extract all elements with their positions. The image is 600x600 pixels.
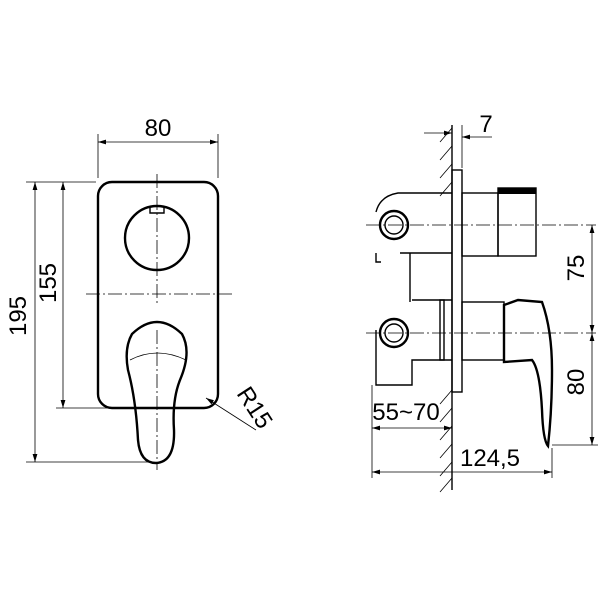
dim-center-distance: 75 [563, 255, 590, 282]
front-view: 80 195 155 R15 [5, 115, 278, 470]
mixer-lever [125, 320, 188, 465]
diverter-knob [123, 204, 191, 272]
cover-plate [96, 180, 220, 410]
dim-height-inner: 155 [35, 263, 62, 303]
lever-edge [129, 352, 187, 361]
dim-embed-depth: 55~70 [372, 399, 439, 426]
dim-width: 80 [145, 115, 172, 142]
valve-body [375, 192, 452, 386]
dim-lever-drop: 80 [563, 369, 590, 396]
side-cover-plate [451, 169, 463, 393]
wall-hatching [439, 127, 453, 493]
mixer-lever-side [502, 298, 554, 449]
side-view: 7 75 80 55~70 124,5 [366, 111, 598, 493]
diverter-knob-side [497, 187, 537, 257]
dim-total-depth: 124,5 [460, 445, 520, 472]
mixer-body [461, 301, 505, 361]
diverter-stem [461, 192, 499, 257]
dim-plate-thickness: 7 [479, 111, 492, 138]
dim-height-outer: 195 [5, 296, 32, 336]
dim-radius: R15 [231, 382, 278, 434]
